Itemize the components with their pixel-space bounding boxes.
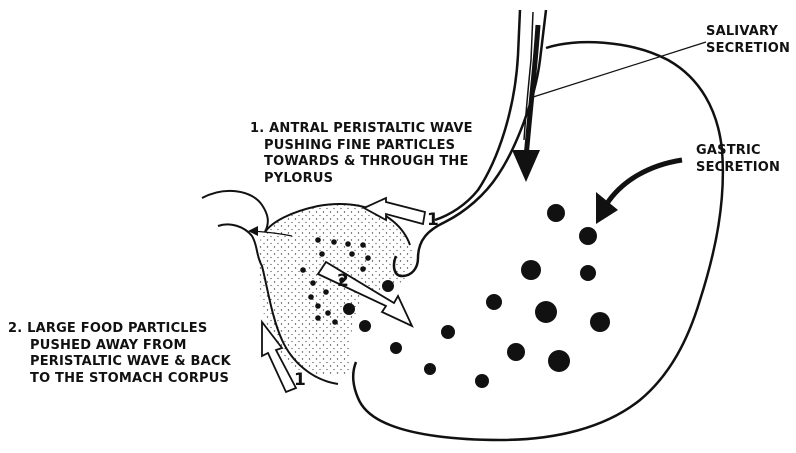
- fine-particle: [323, 289, 329, 295]
- fine-particle: [349, 251, 355, 257]
- large-particle: [475, 374, 489, 388]
- large-particle: [547, 204, 565, 222]
- fine-particle: [315, 237, 321, 243]
- large-particle: [579, 227, 597, 245]
- large-particles-label: 2. LARGE FOOD PARTICLES PUSHED AWAY FROM…: [8, 321, 231, 387]
- large-particle: [382, 280, 394, 292]
- fine-particle: [310, 280, 316, 286]
- fine-particle: [300, 267, 306, 273]
- fine-particle: [308, 294, 314, 300]
- salivary-secretion-label: SALIVARY SECRETION: [706, 24, 790, 57]
- fine-particle: [365, 255, 371, 261]
- gastric-arrow: [606, 160, 682, 205]
- large-particle: [390, 342, 402, 354]
- gastric-secretion-label: GASTRIC SECRETION: [696, 143, 780, 176]
- large-particle: [548, 350, 570, 372]
- antral-line-4: PYLORUS: [250, 171, 473, 188]
- large-particle: [507, 343, 525, 361]
- large-particle: [580, 265, 596, 281]
- stomach-greater-curvature: [435, 10, 520, 220]
- gastric-line-2: SECRETION: [696, 160, 780, 177]
- large-line-4: TO THE STOMACH CORPUS: [8, 371, 231, 388]
- antral-line-3: TOWARDS & THROUGH THE: [250, 154, 473, 171]
- large-particle: [359, 320, 371, 332]
- upper-wave-number: 1: [427, 210, 439, 230]
- large-particle: [486, 294, 502, 310]
- large-particle: [521, 260, 541, 280]
- gastric-line-1: GASTRIC: [696, 143, 780, 160]
- fine-particle: [360, 242, 366, 248]
- fine-particle: [315, 315, 321, 321]
- large-particle: [424, 363, 436, 375]
- large-line-2: PUSHED AWAY FROM: [8, 338, 231, 355]
- salivary-arrowhead: [512, 150, 540, 182]
- retropulsion-number: 2: [337, 271, 349, 291]
- fine-particle: [345, 241, 351, 247]
- large-line-3: PERISTALTIC WAVE & BACK: [8, 354, 231, 371]
- salivary-line-1: SALIVARY: [706, 24, 790, 41]
- salivary-line-2: SECRETION: [706, 41, 790, 58]
- large-line-1: 2. LARGE FOOD PARTICLES: [8, 321, 231, 338]
- large-particle: [535, 301, 557, 323]
- salivary-leader-line: [530, 42, 706, 98]
- large-particle: [343, 303, 355, 315]
- fine-particle: [332, 319, 338, 325]
- antral-line-1: 1. ANTRAL PERISTALTIC WAVE: [250, 121, 473, 138]
- large-particle: [590, 312, 610, 332]
- fine-particle: [319, 251, 325, 257]
- fine-particle: [315, 303, 321, 309]
- antral-line-2: PUSHING FINE PARTICLES: [250, 138, 473, 155]
- antral-peristalsis-label: 1. ANTRAL PERISTALTIC WAVE PUSHING FINE …: [250, 121, 473, 187]
- large-particle: [441, 325, 455, 339]
- fine-particle: [331, 239, 337, 245]
- fine-particle: [360, 266, 366, 272]
- fine-particle: [325, 310, 331, 316]
- lower-wave-number: 1: [294, 370, 306, 390]
